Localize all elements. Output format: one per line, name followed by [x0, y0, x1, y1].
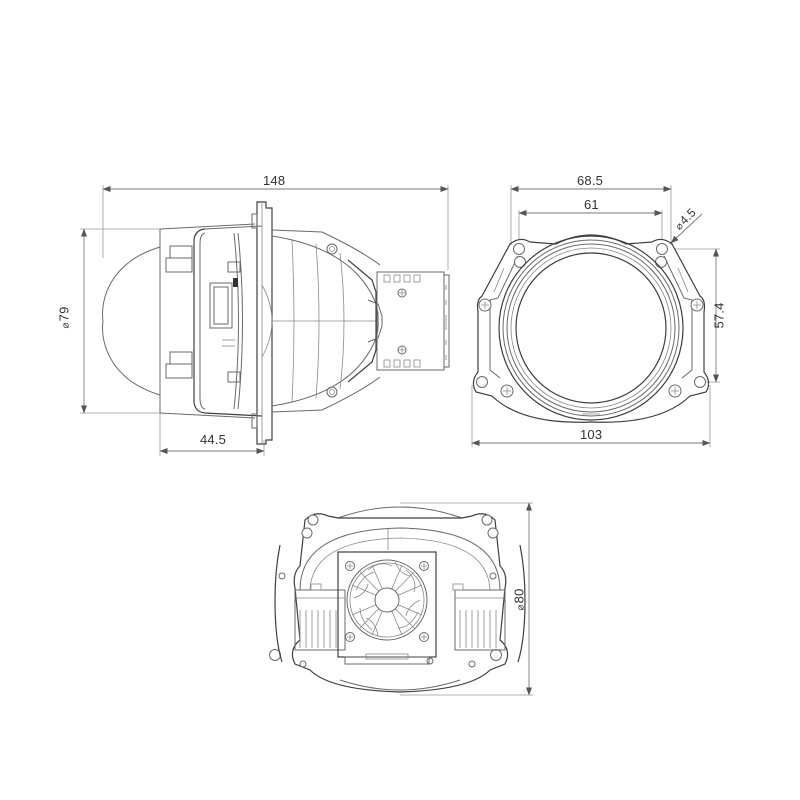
fan-ring	[346, 559, 428, 641]
dim-label-outer-hole-spacing: 68.5	[577, 173, 603, 188]
heatsink	[376, 271, 445, 371]
vertical-hole-spacing-value: 57.4	[711, 302, 727, 329]
dim-label-vertical-hole-spacing: 57.4	[712, 302, 727, 328]
dim-label-inner-hole-spacing: 61	[584, 197, 599, 212]
dim-label-housing-diameter: ⌀80	[512, 588, 527, 610]
dim-label-lens-diameter: ⌀79	[57, 306, 72, 328]
dim-label-overall-length: 148	[263, 173, 285, 188]
lens-glass	[515, 252, 667, 404]
shutter-pin	[233, 278, 238, 287]
rear-flange	[291, 513, 509, 693]
lens-dome	[102, 246, 161, 396]
fan-hub	[374, 587, 400, 613]
lens-depth-value: 44.5	[200, 432, 227, 447]
dim-label-lens-depth: 44.5	[200, 432, 226, 447]
fan-screws	[345, 561, 429, 642]
flange-width-value: 103	[580, 427, 603, 442]
diameter-symbol-icon: ⌀	[60, 322, 72, 329]
housing-diameter-value: 80	[511, 588, 527, 604]
inner-hole-spacing-value: 61	[584, 197, 599, 212]
front-flange	[472, 234, 710, 423]
side-view	[80, 185, 450, 456]
mounting-flange	[256, 201, 273, 445]
diameter-symbol-icon: ⌀	[515, 604, 527, 611]
screw-icons	[478, 298, 704, 398]
fan-blades-icon	[351, 561, 423, 637]
dim-label-flange-width: 103	[580, 427, 602, 442]
leader-4-5	[670, 213, 703, 244]
outer-hole-spacing-value: 68.5	[577, 173, 604, 188]
lens-diameter-value: 79	[56, 306, 72, 322]
front-view	[471, 185, 720, 447]
overall-length-value: 148	[263, 173, 286, 188]
rear-view	[269, 502, 533, 696]
